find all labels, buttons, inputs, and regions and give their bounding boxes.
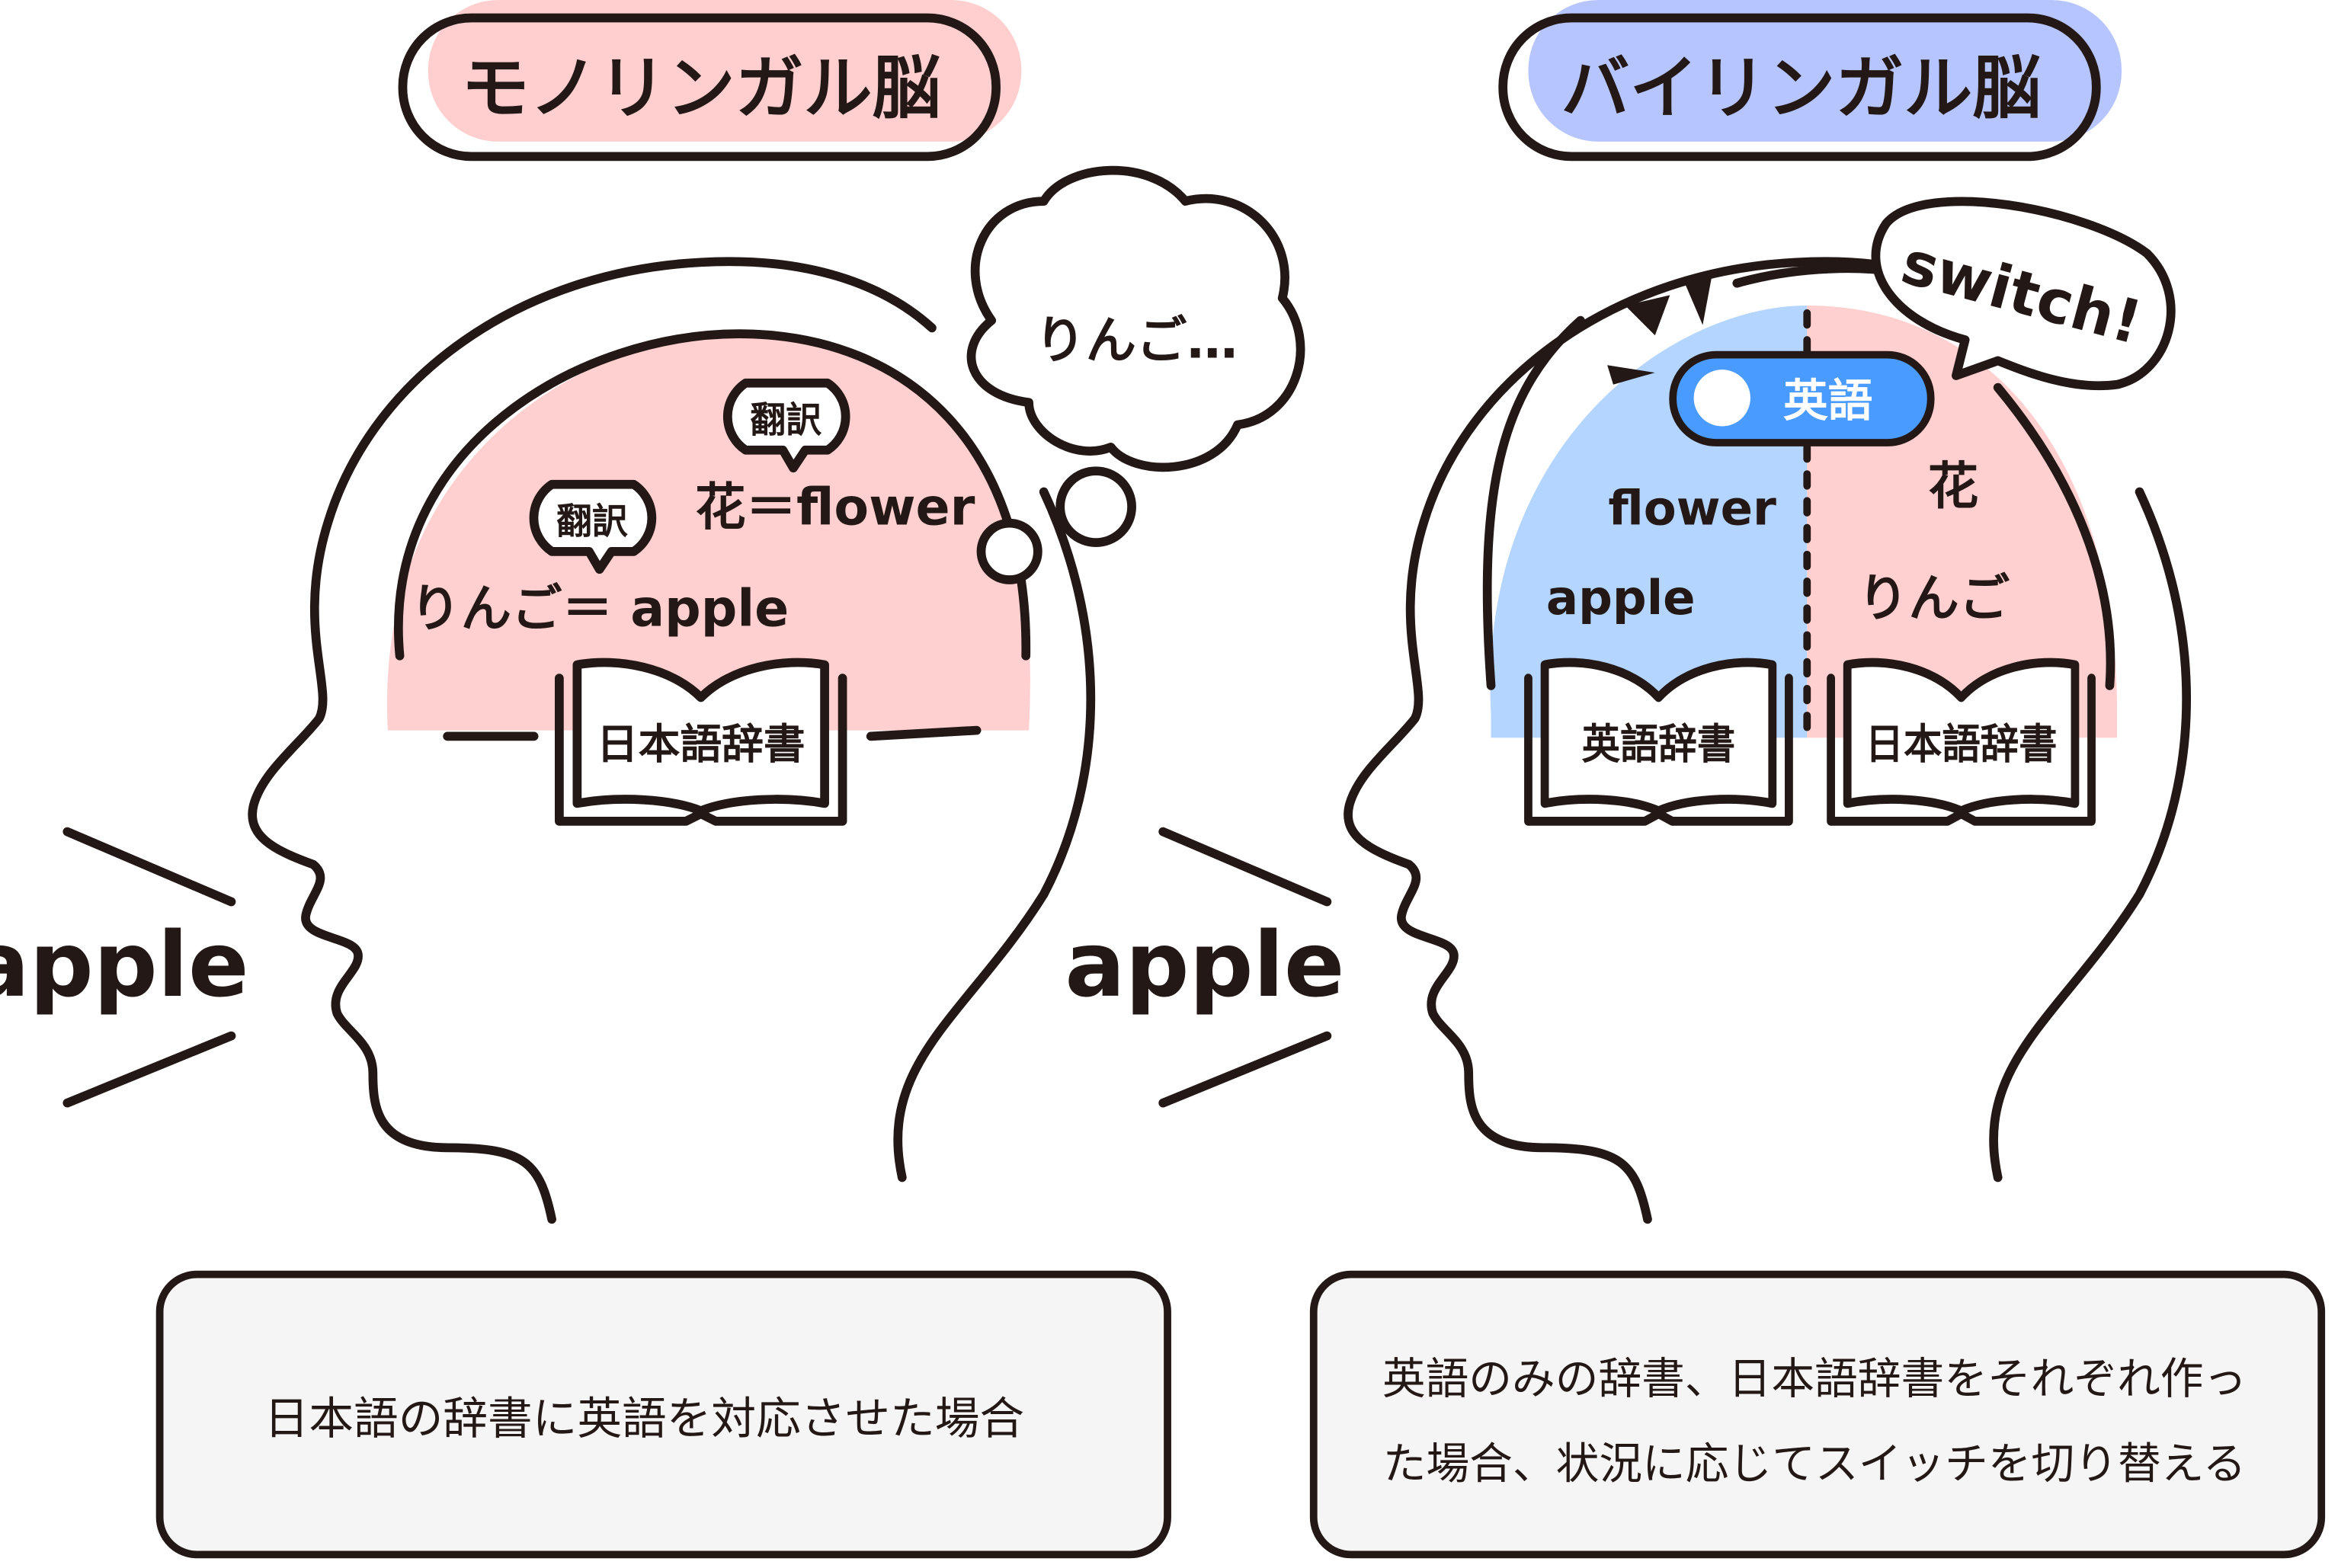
title-pill [398,13,1001,162]
caption-box [155,1270,1171,1559]
language-toggle[interactable]: 英語 [1669,350,1935,446]
toggle-label: 英語 [1783,375,1872,427]
caption-line-2: た場合、状況に応じてスイッチを切り替える [1383,1439,2247,1490]
brain-outline [394,329,1031,661]
pair-apple: りんご＝ apple [410,579,789,638]
book-english: 英語辞書 [1528,662,1789,821]
caption-line-1: 英語のみの辞書、日本語辞書をそれぞれ作っ [1382,1354,2247,1404]
pair-flower: 花＝flower [695,478,975,537]
translate-bubble: 翻訳 [722,378,850,473]
brain-area [386,334,1030,731]
translate-bubble: 翻訳 [529,479,657,574]
thought-text: りんご… [1035,311,1238,370]
svg-text:翻訳: 翻訳 [556,501,628,542]
spoken-word: apple [1065,913,1344,1017]
thought-cloud: りんご… [966,165,1305,584]
svg-text:英語辞書: 英語辞書 [1582,721,1736,769]
book-japanese: 日本語辞書 [1831,662,2092,821]
title-monolingual: モノリンガル脳 [461,49,941,129]
title-bilingual: バイリンガル脳 [1561,49,2042,129]
english-word-apple: apple [1546,570,1696,626]
svg-text:翻訳: 翻訳 [750,399,822,441]
toggle-knob[interactable] [1693,370,1750,427]
book-japanese: 日本語辞書 [559,662,843,821]
caption-text: 日本語の辞書に英語を対応させた場合 [264,1393,1024,1445]
svg-text:日本語辞書: 日本語辞書 [597,720,805,769]
caption-box [1309,1270,2326,1559]
japanese-word-flower: 花 [1928,456,1979,516]
bilingual-panel: バイリンガル脳 英語 switch! flower apple 花 りんご 英語… [1065,0,2326,1559]
title-highlight [1528,0,2122,142]
english-word-flower: flower [1608,481,1776,536]
monolingual-panel: モノリンガル脳 りんご… 翻訳 翻訳 花＝flower りんご＝ apple 日… [0,0,1305,1559]
title-pill [1498,13,2101,162]
switch-arrows-icon [1607,277,1712,385]
japanese-word-apple: りんご [1858,568,2010,628]
svg-text:日本語辞書: 日本語辞書 [1866,721,2058,769]
spoken-word: apple [0,913,249,1017]
title-highlight [428,0,1022,142]
